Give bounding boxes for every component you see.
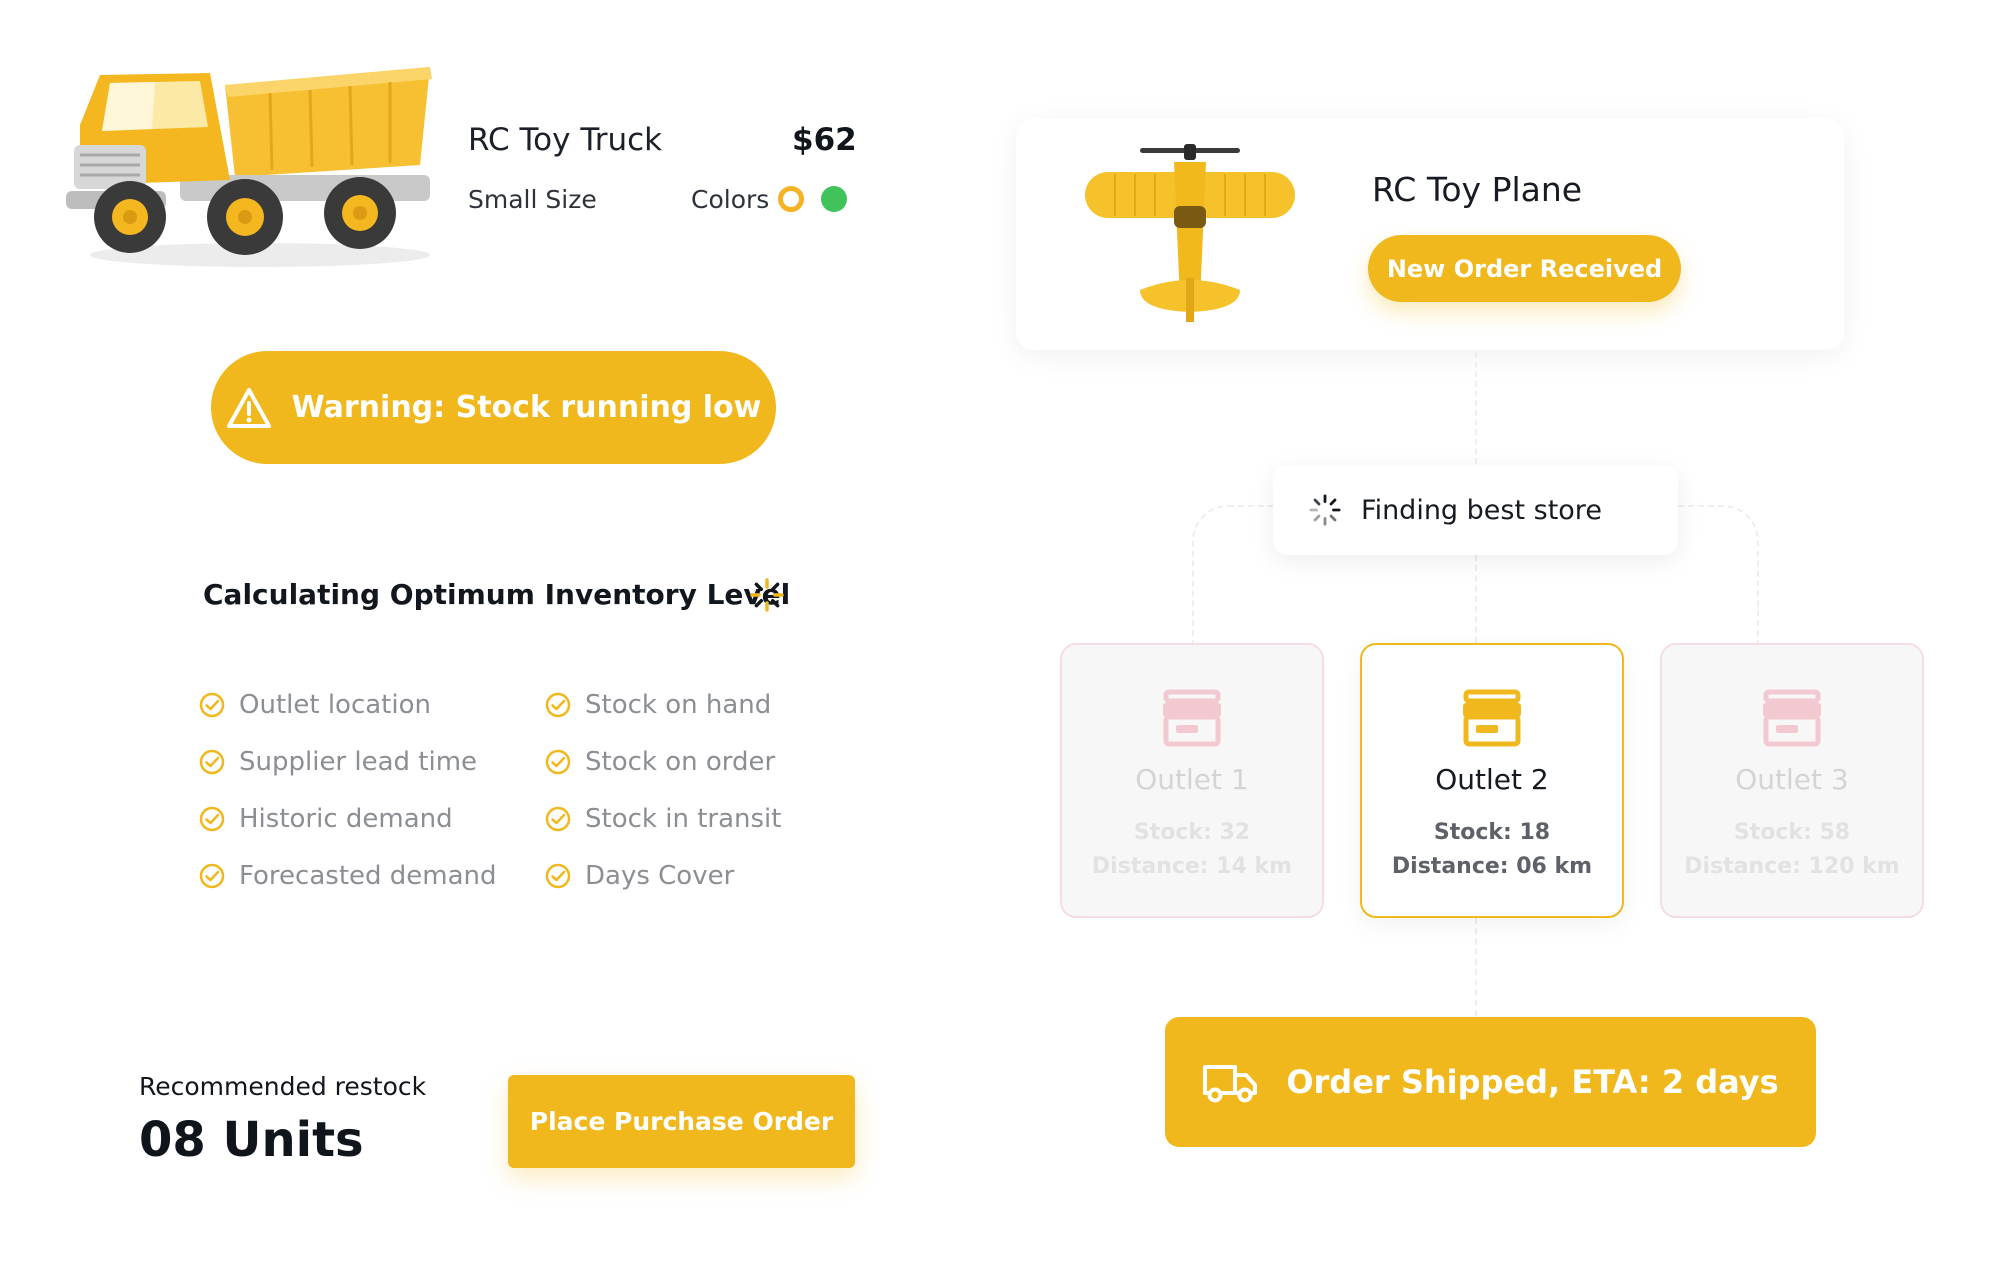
- outlet-card-3[interactable]: Outlet 3 Stock: 58 Distance: 120 km: [1660, 643, 1924, 918]
- list-item: Historic demand: [199, 790, 497, 847]
- check-circle-icon: [199, 749, 225, 775]
- outlet-name: Outlet 2: [1435, 763, 1549, 796]
- list-item: Stock in transit: [545, 790, 781, 847]
- check-circle-icon: [545, 806, 571, 832]
- outlet-stock: Stock: 18: [1433, 820, 1551, 845]
- check-circle-icon: [545, 863, 571, 889]
- factors-left-list: Outlet location Supplier lead time Histo…: [199, 676, 497, 904]
- warning-label: Warning: Stock running low: [291, 390, 762, 425]
- factor-label: Stock on hand: [585, 689, 772, 720]
- product-size: Small Size: [468, 185, 597, 214]
- outlet-name: Outlet 3: [1735, 763, 1849, 796]
- connector-line: [1475, 918, 1477, 1016]
- factor-label: Stock on order: [585, 746, 776, 777]
- factor-label: Historic demand: [239, 803, 453, 834]
- finding-store-status: Finding best store: [1273, 465, 1678, 555]
- colors-label: Colors: [691, 185, 770, 214]
- list-item: Outlet location: [199, 676, 497, 733]
- check-circle-icon: [199, 863, 225, 889]
- list-item: Supplier lead time: [199, 733, 497, 790]
- new-order-badge: New Order Received: [1368, 235, 1681, 302]
- outlet-stock: Stock: 58: [1733, 820, 1851, 845]
- plane-product-image: [1080, 140, 1300, 330]
- outlet-distance: Distance: 120 km: [1684, 854, 1900, 879]
- recommended-restock-value: 08 Units: [139, 1112, 364, 1168]
- outlet-stock: Stock: 32: [1133, 820, 1251, 845]
- order-shipped-banner: Order Shipped, ETA: 2 days: [1165, 1017, 1816, 1147]
- loading-spinner-icon: [1309, 494, 1341, 526]
- factor-label: Stock in transit: [585, 803, 782, 834]
- connector-line: [1678, 505, 1759, 643]
- store-icon: [1160, 689, 1224, 747]
- calculation-title: Calculating Optimum Inventory Level: [203, 578, 791, 611]
- store-icon: [1460, 689, 1524, 747]
- check-circle-icon: [199, 692, 225, 718]
- factor-label: Forecasted demand: [239, 860, 497, 891]
- store-icon: [1760, 689, 1824, 747]
- color-swatch-green[interactable]: [821, 186, 847, 212]
- product-price: $62: [792, 122, 857, 158]
- list-item: Days Cover: [545, 847, 781, 904]
- place-purchase-order-button[interactable]: Place Purchase Order: [508, 1075, 855, 1168]
- incoming-order-card: [1016, 118, 1844, 350]
- outlet-card-1[interactable]: Outlet 1 Stock: 32 Distance: 14 km: [1060, 643, 1324, 918]
- outlet-name: Outlet 1: [1135, 763, 1249, 796]
- delivery-truck-icon: [1202, 1061, 1258, 1103]
- factor-label: Days Cover: [585, 860, 735, 891]
- check-circle-icon: [545, 692, 571, 718]
- factors-right-list: Stock on hand Stock on order Stock in tr…: [545, 676, 781, 904]
- connector-line: [1475, 352, 1477, 464]
- recommended-restock-label: Recommended restock: [139, 1072, 427, 1101]
- stock-warning-banner: Warning: Stock running low: [211, 351, 776, 464]
- truck-product-image: [60, 45, 440, 270]
- list-item: Stock on hand: [545, 676, 781, 733]
- order-product-name: RC Toy Plane: [1372, 170, 1583, 209]
- connector-line: [1475, 555, 1477, 643]
- warning-triangle-icon: [226, 387, 272, 429]
- outlet-distance: Distance: 06 km: [1391, 854, 1593, 879]
- check-circle-icon: [545, 749, 571, 775]
- loading-spinner-icon: [750, 578, 784, 612]
- color-swatch-yellow[interactable]: [778, 186, 804, 212]
- order-shipped-label: Order Shipped, ETA: 2 days: [1286, 1063, 1779, 1101]
- finding-store-label: Finding best store: [1361, 494, 1602, 526]
- outlet-card-2[interactable]: Outlet 2 Stock: 18 Distance: 06 km: [1360, 643, 1624, 918]
- check-circle-icon: [199, 806, 225, 832]
- product-name: RC Toy Truck: [468, 122, 663, 158]
- list-item: Forecasted demand: [199, 847, 497, 904]
- factor-label: Supplier lead time: [239, 746, 478, 777]
- connector-line: [1192, 505, 1273, 643]
- factor-label: Outlet location: [239, 689, 431, 720]
- list-item: Stock on order: [545, 733, 781, 790]
- outlet-distance: Distance: 14 km: [1091, 854, 1293, 879]
